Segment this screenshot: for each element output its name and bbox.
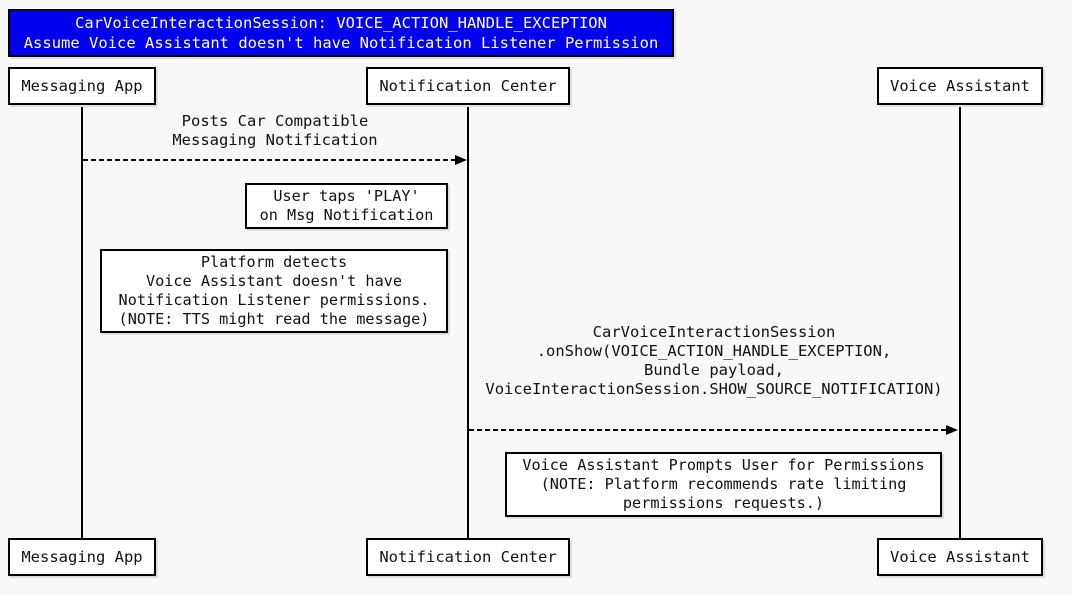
message-2-label-line-3: Bundle payload, [644,361,784,379]
note-voice-assistant-prompts: Voice Assistant Prompts User for Permiss… [505,452,942,517]
lifeline-voice-assistant [959,105,961,538]
actor-notification-center-bottom: Notification Center [366,538,570,576]
message-1-label-line-1: Posts Car Compatible [181,112,369,130]
actor-notification-center-top: Notification Center [366,67,570,105]
message-2-arrowhead-icon [946,425,958,435]
actor-messaging-app-bottom-label: Messaging App [21,548,143,566]
actor-messaging-app-top-label: Messaging App [21,77,143,95]
note-user-taps-play-line-2: on Msg Notification [259,206,434,224]
note-user-taps-play-line-1: User taps 'PLAY' [273,187,420,205]
actor-voice-assistant-bottom: Voice Assistant [877,538,1043,576]
message-2-label-line-4: VoiceInteractionSession.SHOW_SOURCE_NOTI… [485,380,943,398]
message-1-arrowhead-icon [455,155,467,165]
message-2-label: CarVoiceInteractionSession .onShow(VOICE… [469,323,959,399]
actor-voice-assistant-top: Voice Assistant [877,67,1043,105]
note-voice-assistant-prompts-line-2: (NOTE: Platform recommends rate limiting [540,475,907,493]
note-platform-detects-line-3: Notification Listener permissions. [118,291,430,309]
note-voice-assistant-prompts-line-1: Voice Assistant Prompts User for Permiss… [522,456,925,474]
diagram-title-line-2: Assume Voice Assistant doesn't have Noti… [23,34,659,52]
diagram-title-line-1: CarVoiceInteractionSession: VOICE_ACTION… [75,14,607,32]
lifeline-messaging-app [81,105,83,538]
note-platform-detects-line-4: (NOTE: TTS might read the message) [118,310,430,328]
actor-voice-assistant-bottom-label: Voice Assistant [890,548,1030,566]
actor-messaging-app-top: Messaging App [8,67,156,105]
actor-voice-assistant-top-label: Voice Assistant [890,77,1030,95]
message-1-arrow-line [83,159,455,161]
actor-messaging-app-bottom: Messaging App [8,538,156,576]
message-2-label-line-2: .onShow(VOICE_ACTION_HANDLE_EXCEPTION, [536,342,892,360]
diagram-title: CarVoiceInteractionSession: VOICE_ACTION… [8,9,674,57]
message-2-arrow-line [469,429,946,431]
note-user-taps-play: User taps 'PLAY' on Msg Notification [245,183,448,229]
note-voice-assistant-prompts-line-3: permissions requests.) [622,494,825,512]
note-platform-detects-line-2: Voice Assistant doesn't have [145,272,403,290]
note-platform-detects-line-1: Platform detects [200,253,348,271]
note-platform-detects: Platform detects Voice Assistant doesn't… [100,249,448,333]
lifeline-notification-center [467,105,469,538]
actor-notification-center-top-label: Notification Center [379,77,557,95]
message-1-label-line-2: Messaging Notification [172,131,378,149]
message-1-label: Posts Car Compatible Messaging Notificat… [83,112,467,150]
message-2-label-line-1: CarVoiceInteractionSession [592,323,836,341]
actor-notification-center-bottom-label: Notification Center [379,548,557,566]
